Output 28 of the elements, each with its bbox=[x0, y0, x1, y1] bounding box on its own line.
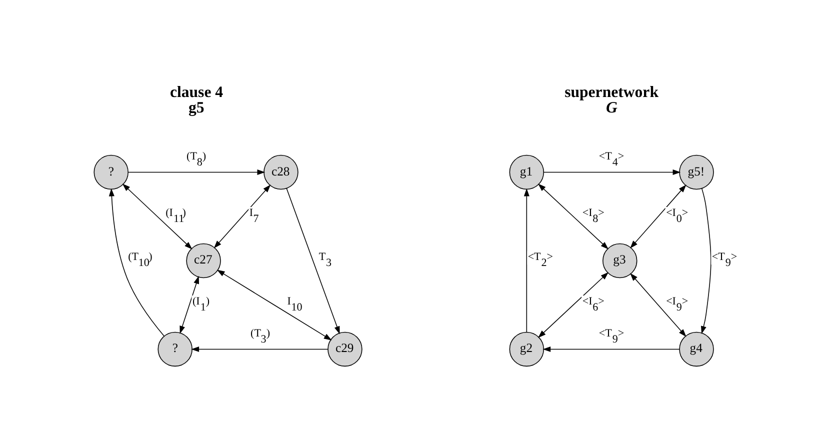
arrow bbox=[524, 188, 530, 332]
node-circle: g3 bbox=[602, 243, 638, 278]
arrow bbox=[543, 169, 681, 176]
arrow bbox=[630, 273, 686, 337]
node-circle: g1 bbox=[509, 154, 544, 190]
node-circle: c29 bbox=[328, 332, 362, 367]
node-circle: ? bbox=[94, 154, 128, 190]
arrow bbox=[542, 346, 680, 352]
arrow bbox=[108, 188, 165, 337]
node-circle: c27 bbox=[186, 243, 221, 278]
arrow bbox=[180, 276, 199, 334]
label: G bbox=[606, 100, 618, 117]
label: supernetwork bbox=[564, 84, 658, 101]
node-circle: c28 bbox=[264, 154, 298, 190]
arrow bbox=[630, 184, 686, 248]
arrow bbox=[538, 184, 609, 250]
arrow bbox=[191, 346, 328, 352]
arrow bbox=[700, 188, 712, 334]
arrow bbox=[214, 184, 271, 248]
node-circle: g5! bbox=[679, 154, 714, 190]
label: clause 4 bbox=[170, 84, 224, 101]
label: g5 bbox=[188, 100, 204, 117]
node-circle: g2 bbox=[509, 332, 544, 367]
node-circle: ? bbox=[158, 332, 192, 367]
arrow bbox=[538, 272, 609, 338]
arrow bbox=[122, 184, 192, 250]
arrow bbox=[128, 169, 266, 176]
node-circle: g4 bbox=[679, 332, 714, 367]
